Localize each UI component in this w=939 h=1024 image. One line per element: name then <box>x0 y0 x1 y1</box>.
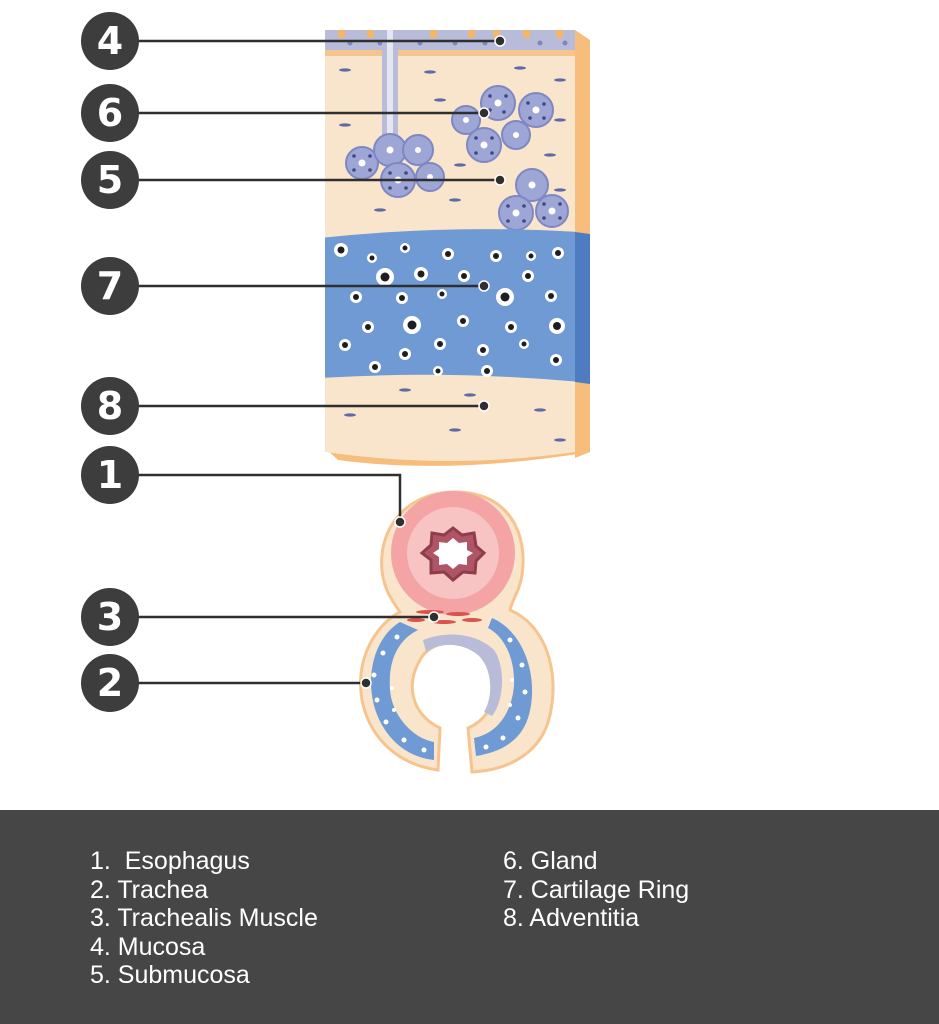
marker-8: 8 <box>81 377 139 435</box>
tissue-block-bottom <box>325 448 590 466</box>
leader-dots <box>360 35 506 689</box>
marker-2-label: 2 <box>97 661 123 705</box>
cross-section <box>359 490 555 774</box>
legend-column-left: 1. Esophagus 2. Trachea 3. Trachealis Mu… <box>90 847 318 990</box>
legend-item-trachea: 2. Trachea <box>90 875 209 904</box>
marker-4-label: 4 <box>97 19 123 63</box>
legend-panel: 1. Esophagus 2. Trachea 3. Trachealis Mu… <box>0 810 939 1024</box>
chondrocytes <box>334 243 565 377</box>
marker-1: 1 <box>81 446 139 504</box>
leader-line-1 <box>110 473 402 522</box>
legend-item-mucosa: 4. Mucosa <box>90 932 206 961</box>
legend-item-submucosa: 5. Submucosa <box>90 961 250 990</box>
mucosa-layer <box>325 30 575 50</box>
marker-3: 3 <box>81 588 139 646</box>
marker-3-label: 3 <box>97 595 123 639</box>
marker-4: 4 <box>81 12 139 70</box>
marker-5-label: 5 <box>97 158 123 202</box>
legend-item-esophagus: 1. Esophagus <box>90 847 250 875</box>
trachealis-muscle <box>407 610 482 624</box>
marker-8-label: 8 <box>97 384 123 428</box>
legend-column-right: 6. Gland 7. Cartilage Ring 8. Adventitia <box>503 847 689 933</box>
legend-item-cartilage-ring: 7. Cartilage Ring <box>503 875 690 904</box>
legend-item-trachealis-muscle: 3. Trachealis Muscle <box>90 904 318 933</box>
legend-item-adventitia: 8. Adventitia <box>503 904 640 933</box>
marker-7-label: 7 <box>97 264 123 308</box>
cartilage-band <box>325 229 575 382</box>
trachea-cartilage <box>370 622 434 760</box>
legend-item-gland: 6. Gland <box>503 847 598 875</box>
leader-lines <box>110 39 500 685</box>
trachea-diagram: 4 6 5 7 8 1 3 2 <box>81 12 590 774</box>
marker-1-label: 1 <box>97 453 123 497</box>
marker-6: 6 <box>81 84 139 142</box>
marker-2: 2 <box>81 654 139 712</box>
marker-7: 7 <box>81 257 139 315</box>
marker-6-label: 6 <box>97 91 123 135</box>
marker-5: 5 <box>81 151 139 209</box>
tissue-block <box>325 30 590 466</box>
